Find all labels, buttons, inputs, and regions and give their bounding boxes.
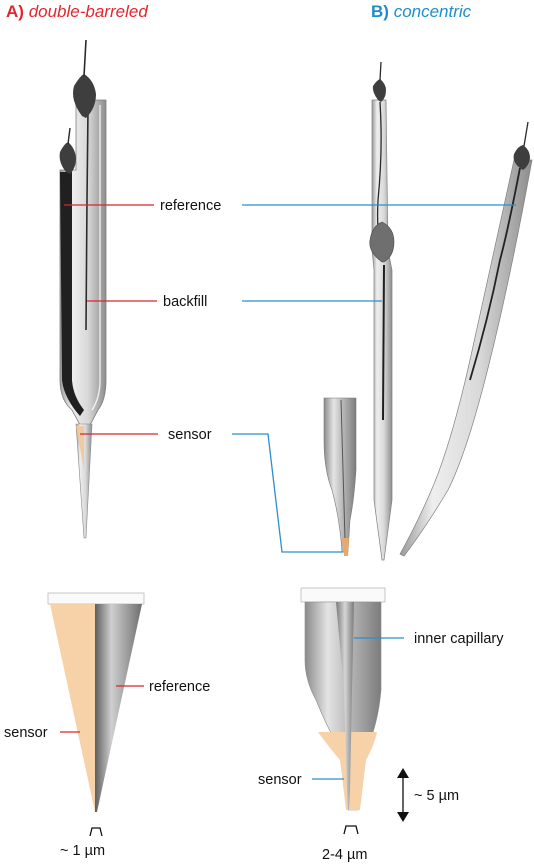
wire-bent — [523, 121, 529, 147]
cap-top-b — [372, 79, 386, 102]
tip-inset-sensor — [342, 538, 349, 556]
glass-body-b — [371, 99, 393, 561]
panel-a-name: double-barreled — [28, 2, 148, 21]
cone-a-reference-half — [95, 604, 142, 812]
inner-line-bent — [469, 167, 521, 381]
concentric-electrode-straight — [369, 61, 395, 561]
leaders-panel-b — [232, 204, 516, 553]
cap-bent — [513, 145, 530, 170]
label-sensor-detail-b: sensor — [258, 772, 302, 788]
panel-b-letter: B) — [371, 2, 389, 21]
panel-a-title: A) double-barreled — [6, 2, 148, 22]
glass-highlight-a — [91, 105, 101, 411]
tip-b-inner-capillary — [336, 602, 354, 810]
backfilled-barrel — [60, 172, 84, 416]
panel-b-name: concentric — [393, 2, 472, 21]
concentric-electrode-bent — [399, 121, 533, 557]
double-barreled-electrode — [59, 39, 107, 539]
cap-top-a — [73, 74, 96, 118]
tip-inset-core — [340, 399, 346, 541]
panel-a-letter: A) — [6, 2, 24, 21]
tip-inset-glass — [323, 397, 357, 553]
tip-b-cap — [300, 587, 386, 603]
leaders-panel-a — [64, 204, 158, 435]
inner-line-b — [382, 264, 385, 421]
detail-tip-b — [300, 587, 386, 811]
label-reference-detail: reference — [149, 679, 210, 695]
label-sensor: sensor — [168, 427, 212, 443]
wire-top-b — [379, 61, 382, 81]
leader-sensor-b — [232, 433, 343, 553]
panel-b-title: B) concentric — [371, 2, 471, 22]
tip-width-b: 2-4 µm — [322, 847, 367, 863]
backfill-line-a — [85, 109, 89, 331]
tip-inset-b — [323, 397, 357, 556]
taper-a — [75, 423, 93, 539]
cone-a-sensor-half — [50, 604, 95, 812]
bulb-b — [369, 221, 395, 263]
height-b: ~ 5 µm — [414, 788, 459, 804]
glass-body-bent — [399, 159, 533, 557]
wire-lower-a — [67, 127, 71, 145]
label-backfill: backfill — [163, 294, 207, 310]
height-arrow-b — [397, 768, 409, 822]
label-inner-capillary: inner capillary — [414, 631, 504, 647]
cone-a-cap — [47, 592, 145, 605]
cap-lower-a — [59, 142, 76, 174]
wire-top-a — [83, 39, 87, 77]
label-sensor-detail-a: sensor — [4, 725, 48, 741]
tip-width-marker-b — [343, 825, 359, 835]
tip-width-marker-a — [89, 827, 103, 837]
sensor-tip-a — [76, 426, 84, 470]
tip-width-a: ~ 1 µm — [60, 843, 105, 859]
label-reference: reference — [160, 198, 221, 214]
detail-cone-a — [47, 592, 145, 812]
